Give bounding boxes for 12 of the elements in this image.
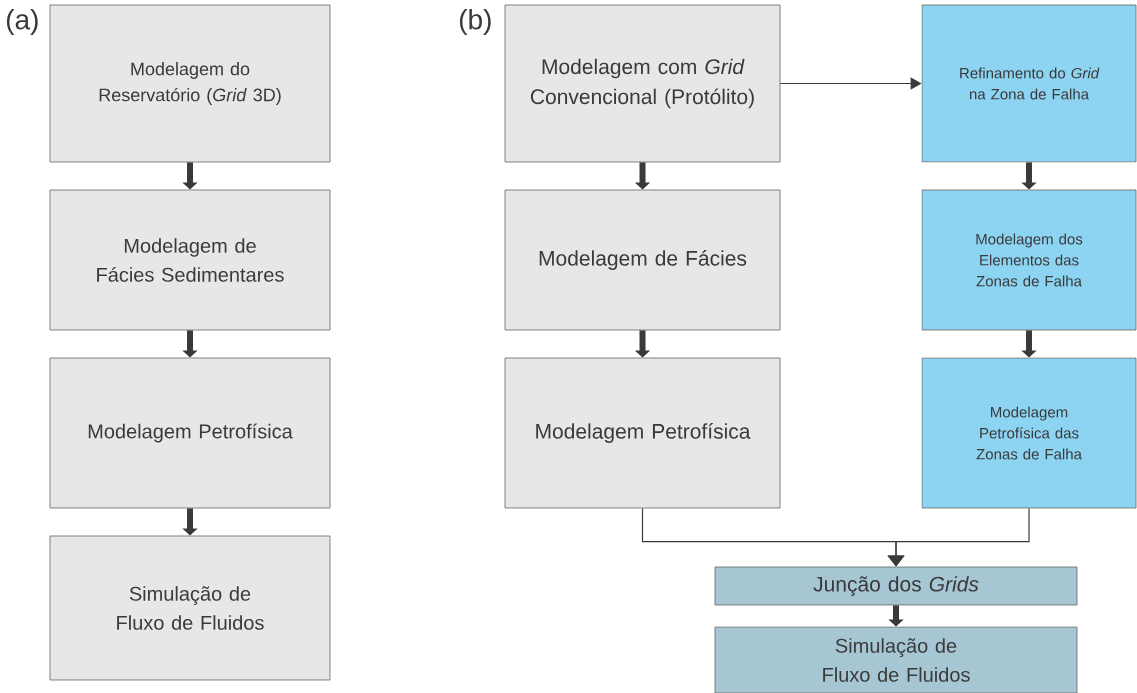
- process-box: Modelagem Petrofísica das Zonas de Falha: [921, 357, 1137, 509]
- process-box: Simulação de Fluxo de Fluidos: [49, 535, 331, 681]
- process-box: Modelagem de Fácies Sedimentares: [49, 189, 331, 331]
- process-box: Modelagem de Fácies: [504, 189, 781, 331]
- process-box: Modelagem do Reservatório (Grid 3D): [49, 4, 331, 163]
- process-box: Junção dos Grids: [714, 566, 1078, 606]
- process-box: Simulação de Fluxo de Fluidos: [714, 626, 1078, 693]
- process-box: Modelagem dos Elementos das Zonas de Falha: [921, 189, 1137, 331]
- process-box: Modelagem Petrofísica: [49, 357, 331, 509]
- process-box: Modelagem com Grid Convencional (Protólito): [504, 4, 781, 163]
- process-box: Refinamento do Grid na Zona de Falha: [921, 4, 1137, 163]
- process-box: Modelagem Petrofísica: [504, 357, 781, 509]
